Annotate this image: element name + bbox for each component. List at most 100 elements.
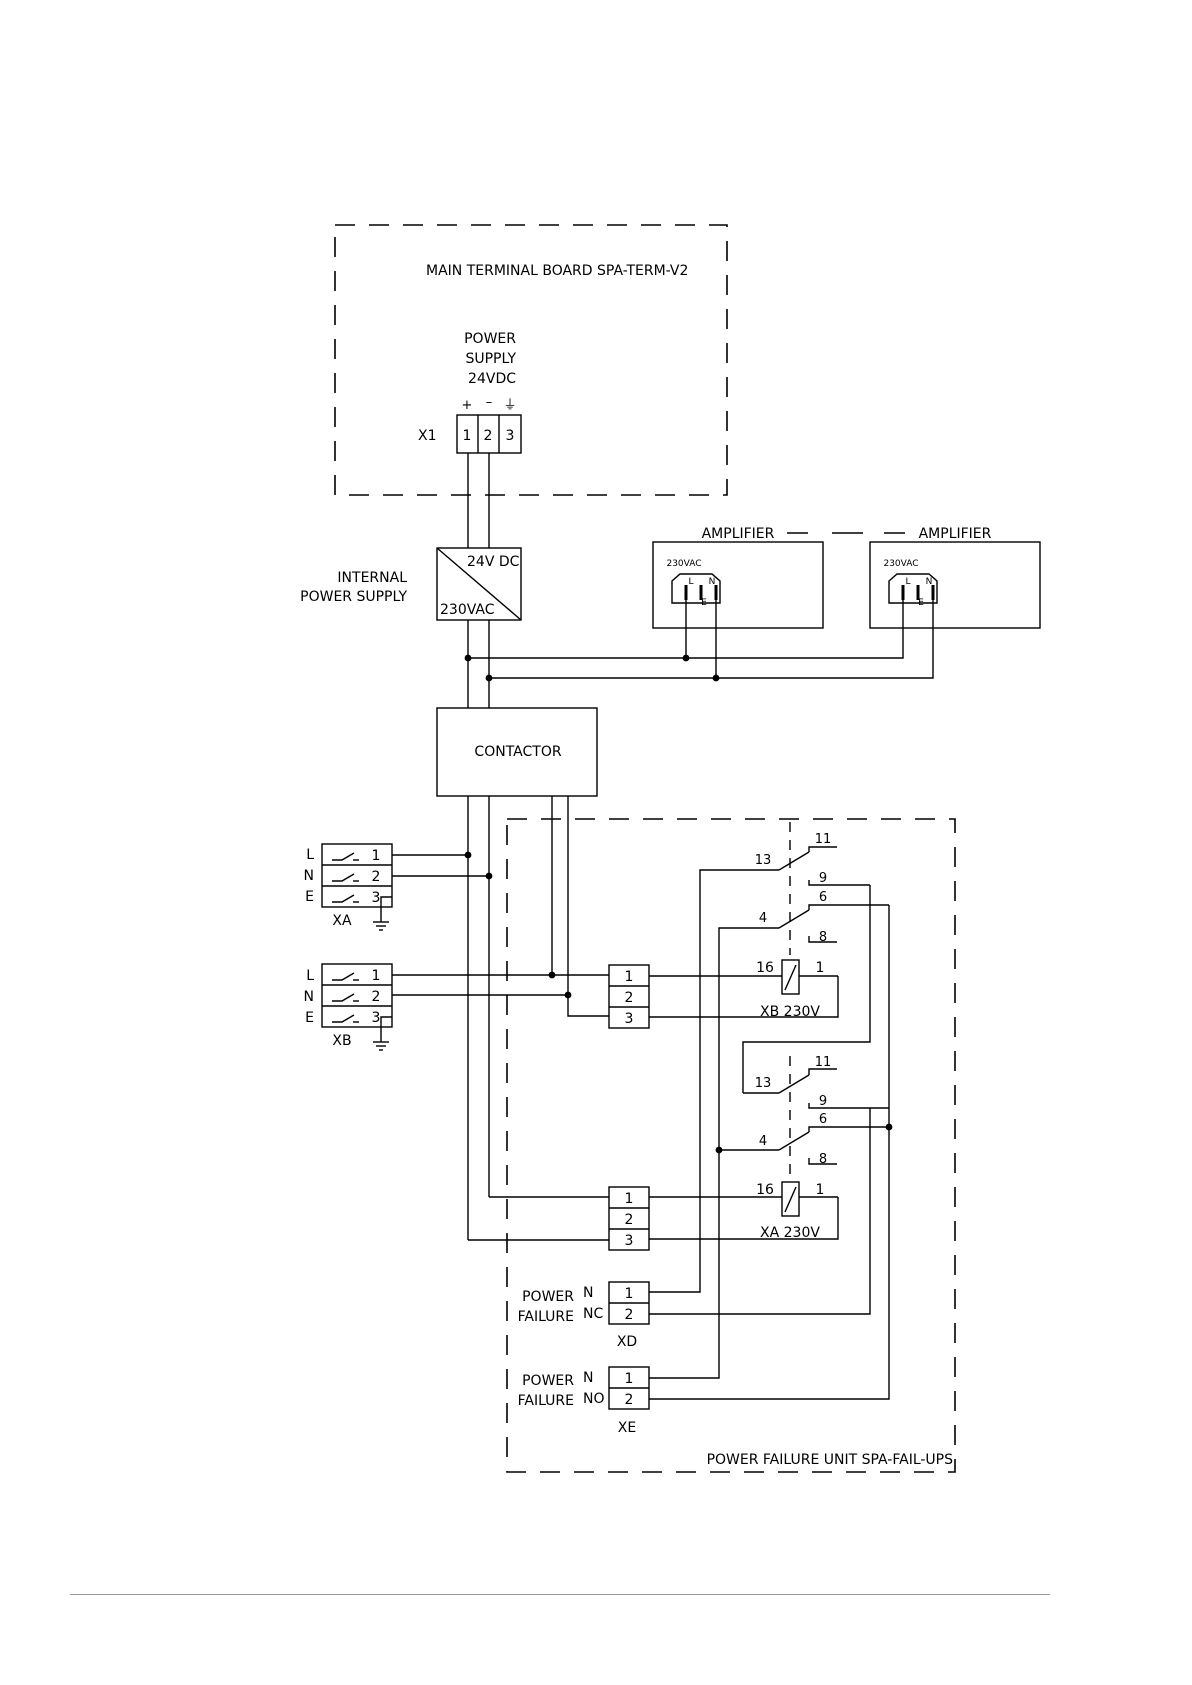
ground-icon: ⏚ [503,398,516,413]
relay-xa-terminals [608,1186,650,1251]
switch-icon [332,894,355,903]
power-supply-label-3: 24VDC [468,371,516,387]
xe-pin-no: NO [583,1391,605,1407]
xd-pin-nc: NC [583,1306,603,1322]
amplifier-2: AMPLIFIER 230VAC L E N [869,526,1041,629]
switch-icon [332,972,355,981]
relay-xa: 1 2 3 16 1 XA 230V 13 11 9 6 4 8 [608,1055,889,1251]
amplifier-2-pin-e: E [918,598,924,608]
contactor: CONTACTOR [436,707,598,797]
internal-psu-label-1: INTERNAL [337,570,407,586]
xe-label-2: FAILURE [518,1393,574,1409]
xb-line-e: E [305,1010,314,1026]
relay-xa-coil-label: XA 230V [760,1225,820,1241]
xb-num-1: 1 [372,968,381,984]
relay-xb-terminal-2: 2 [625,990,634,1006]
relay-xa-terminal-2: 2 [625,1212,634,1228]
contactor-label: CONTACTOR [474,744,561,760]
psu-input-label: 230VAC [440,602,495,618]
main-terminal-board: MAIN TERMINAL BOARD SPA-TERM-V2 POWER SU… [334,224,728,496]
contactor-box [436,707,598,797]
amplifier-2-box [869,541,1041,629]
internal-psu-label-2: POWER SUPPLY [300,589,407,605]
connector-x1-label: X1 [418,428,437,444]
xd-terminal-2: 2 [625,1307,634,1323]
switch-icon [332,873,355,882]
relay-xa-contact-9: 9 [819,1094,827,1109]
amplifier-1-pin-e: E [701,598,707,608]
relay-xb: 1 2 3 16 1 XB 230V 13 11 9 6 4 8 [608,822,889,1029]
relay-xb-contact-8: 8 [819,930,827,945]
power-socket-icon [888,573,938,604]
xd-terminal-1: 1 [625,1286,634,1302]
connector-x1 [456,414,522,454]
relay-xa-contact-11: 11 [815,1055,832,1070]
x1-terminal-1: 1 [463,428,472,444]
internal-power-supply: INTERNAL POWER SUPPLY 24V DC 230VAC [300,547,522,621]
relay-xb-contact-6: 6 [819,890,827,905]
relay-xb-coil-label: XB 230V [760,1004,820,1020]
relay-xa-terminal-1: 1 [625,1191,634,1207]
amplifier-2-title: AMPLIFIER [919,526,992,542]
amplifier-1-pin-l: L [688,577,693,587]
relay-xb-terminal-1: 1 [625,969,634,985]
power-supply-label-2: SUPPLY [465,351,516,367]
relay-xb-terminal-3: 3 [625,1011,634,1027]
relay-xa-contact-6: 6 [819,1112,827,1127]
polarity-minus: – [486,395,493,410]
output-xd: POWER FAILURE N NC 1 2 XD [518,1281,650,1350]
main-board-border [334,224,728,496]
xe-label-1: POWER [522,1373,574,1389]
xa-line-l: L [306,847,314,863]
amplifier-1-pin-n: N [709,577,716,587]
relay-xb-contact-4: 4 [759,911,767,926]
xe-terminal-2: 2 [625,1392,634,1408]
amplifier-1: AMPLIFIER 230VAC L E N [652,526,824,629]
power-failure-unit-title: POWER FAILURE UNIT SPA-FAIL-UPS [707,1452,954,1468]
xb-line-l: L [306,968,314,984]
xb-num-2: 2 [372,989,381,1005]
xa-line-e: E [305,889,314,905]
xe-terminal-1: 1 [625,1371,634,1387]
relay-xa-contact-4: 4 [759,1134,767,1149]
amplifier-1-title: AMPLIFIER [702,526,775,542]
relay-xa-coil-pin-1: 1 [816,1182,825,1198]
xa-num-2: 2 [372,869,381,885]
xb-label: XB [332,1033,351,1049]
main-board-title: MAIN TERMINAL BOARD SPA-TERM-V2 [426,263,688,279]
input-terminal-xb: L N E 1 2 3 XB [304,963,393,1051]
amplifier-2-pin-n: N [926,577,933,587]
switch-icon [332,852,355,861]
xa-num-1: 1 [372,848,381,864]
amplifier-1-box [652,541,824,629]
power-failure-unit-border [506,818,956,1473]
power-socket-icon [671,573,721,604]
xd-pin-n: N [583,1285,593,1301]
ground-icon [373,1041,389,1051]
amplifier-1-rating: 230VAC [666,559,701,569]
relay-xb-terminals [608,964,650,1029]
xd-label-2: FAILURE [518,1309,574,1325]
xe-label: XE [618,1420,636,1436]
input-terminal-xa: L N E 1 2 3 XA [304,843,393,931]
xa-num-3: 3 [372,890,381,906]
xa-label: XA [332,913,352,929]
polarity-plus: + [462,398,473,413]
xb-num-3: 3 [372,1010,381,1026]
xd-label: XD [617,1334,637,1350]
relay-xb-coil-pin-1: 1 [816,960,825,976]
xb-line-n: N [304,989,314,1005]
relay-xb-coil-pin-16: 16 [756,960,774,976]
x1-terminal-2: 2 [484,428,493,444]
relay-xb-contact-11: 11 [815,832,832,847]
ground-icon [373,921,389,931]
relay-xb-contact-9: 9 [819,871,827,886]
xa-line-n: N [304,868,314,884]
power-supply-label-1: POWER [464,331,516,347]
switch-icon [332,1014,355,1023]
amplifier-2-pin-l: L [905,577,910,587]
relay-xb-contact-13: 13 [755,853,772,868]
switch-icon [332,993,355,1002]
footer-divider [70,1594,1050,1595]
